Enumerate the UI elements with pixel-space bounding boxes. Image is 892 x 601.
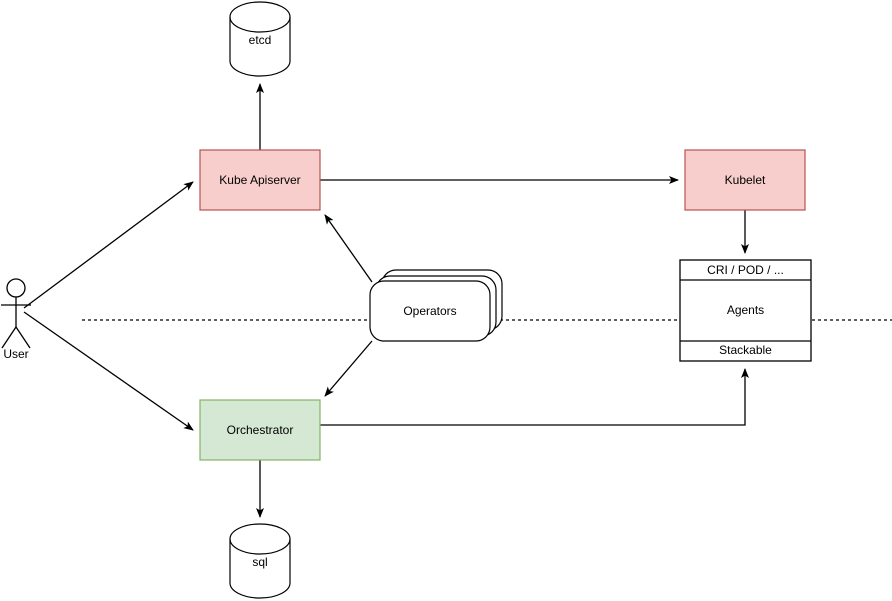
node-etcd[interactable]: etcd	[229, 1, 291, 77]
node-etcd-label: etcd	[249, 33, 272, 47]
actor-user[interactable]: User	[1, 278, 31, 361]
edge-operators-to-kube-apiserver	[324, 214, 373, 283]
node-agents-cri-pod-label: CRI / POD / ...	[707, 263, 784, 277]
operators-stack-front	[369, 280, 491, 342]
node-operators-label: Operators	[403, 304, 456, 318]
node-agents-label: Agents	[727, 303, 764, 317]
node-agents-group[interactable]: CRI / POD / ... Agents Stackable	[679, 259, 812, 362]
node-orchestrator-label: Orchestrator	[227, 423, 294, 437]
edge-user-to-orchestrator	[23, 311, 194, 431]
node-kube-apiserver-label: Kube Apiserver	[219, 173, 300, 187]
user-head-icon	[6, 278, 26, 298]
node-operators[interactable]: Operators	[369, 269, 503, 342]
actor-user-label: User	[3, 347, 28, 361]
node-kube-apiserver[interactable]: Kube Apiserver	[199, 149, 321, 211]
node-sql-label: sql	[252, 555, 267, 569]
node-orchestrator[interactable]: Orchestrator	[199, 399, 321, 461]
edge-operators-to-orchestrator	[324, 340, 373, 397]
user-left-leg	[1, 326, 17, 349]
edge-orchestrator-to-stackable	[320, 368, 749, 426]
node-kubelet-label: Kubelet	[725, 173, 766, 187]
node-agents-stackable-label: Stackable	[719, 343, 772, 357]
node-kubelet[interactable]: Kubelet	[684, 149, 806, 211]
edge-user-to-kube-apiserver	[23, 181, 194, 309]
node-sql[interactable]: sql	[229, 523, 291, 599]
user-right-leg	[15, 326, 31, 349]
